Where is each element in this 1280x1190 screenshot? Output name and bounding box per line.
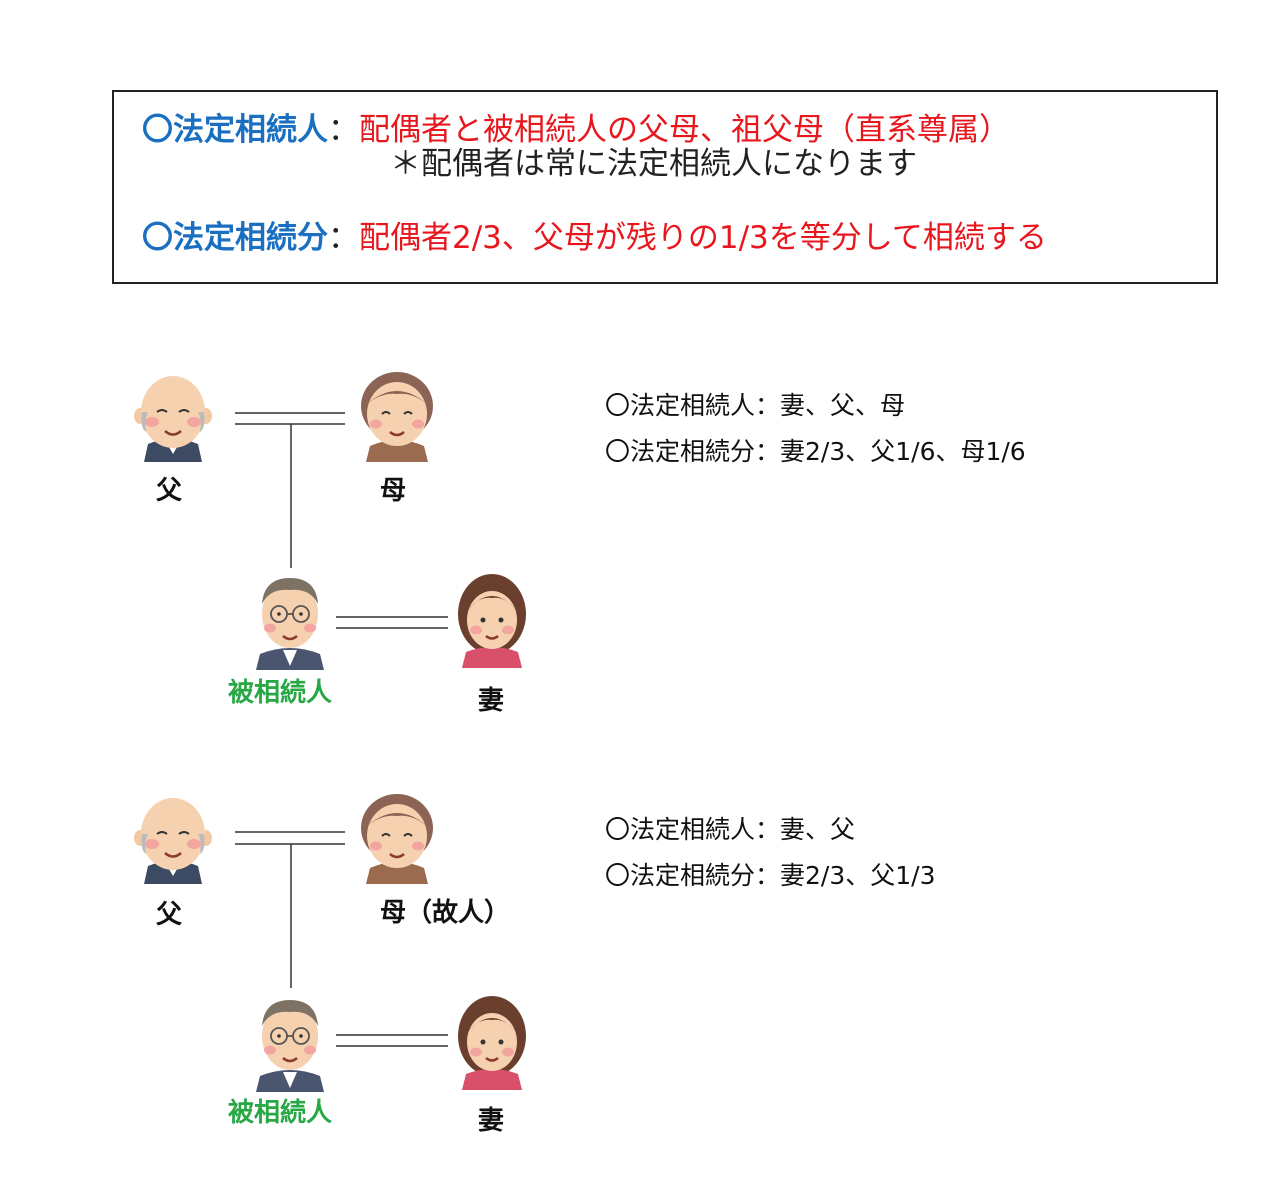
family-lines [235, 412, 448, 629]
family-diagram-1: 父 母 被相続人 妻 [0, 360, 1280, 720]
old-woman-icon [361, 372, 433, 462]
deceased-label: 被相続人 [228, 678, 333, 708]
summary-box: 〇法定相続人：配偶者と被相続人の父母、祖父母（直系尊属） ＊配偶者は常に法定相続… [112, 90, 1218, 284]
man-with-glasses-icon [256, 578, 324, 670]
old-woman-icon [361, 794, 433, 884]
heir-rule-text: 配偶者と被相続人の父母、祖父母（直系尊属） [359, 112, 1010, 148]
colon: ： [328, 112, 359, 148]
share-heading: 〇法定相続分 [142, 220, 328, 256]
mother-label: 母（故人） [380, 898, 511, 928]
family-diagram-2: 父 母（故人） 被相続人 妻 [0, 784, 1280, 1144]
woman-icon [458, 574, 526, 668]
heirs-text: 〇法定相続人：妻、父、母 [605, 391, 906, 420]
share-rule-row: 〇法定相続分：配偶者2/3、父母が残りの1/3を等分して相続する [142, 220, 1047, 256]
shares-text: 〇法定相続分：妻2/3、父1/6、母1/6 [605, 437, 1026, 466]
share-rule-text: 配偶者2/3、父母が残りの1/3を等分して相続する [359, 220, 1047, 256]
wife-label: 妻 [478, 686, 505, 716]
heir-heading: 〇法定相続人 [142, 112, 328, 148]
wife-label: 妻 [478, 1106, 505, 1136]
father-label: 父 [156, 900, 183, 930]
man-with-glasses-icon [256, 1000, 324, 1092]
old-man-icon [134, 798, 212, 884]
mother-label: 母 [380, 476, 407, 506]
deceased-label: 被相続人 [228, 1098, 333, 1128]
shares-text: 〇法定相続分：妻2/3、父1/3 [605, 861, 936, 890]
heir-rule-row: 〇法定相続人：配偶者と被相続人の父母、祖父母（直系尊属） [142, 112, 1010, 148]
heir-note: ＊配偶者は常に法定相続人になります [390, 146, 917, 182]
father-label: 父 [156, 476, 183, 506]
heirs-text: 〇法定相続人：妻、父 [605, 815, 856, 844]
woman-icon [458, 996, 526, 1090]
family-lines [235, 831, 448, 1047]
old-man-icon [134, 376, 212, 462]
colon: ： [328, 220, 359, 256]
